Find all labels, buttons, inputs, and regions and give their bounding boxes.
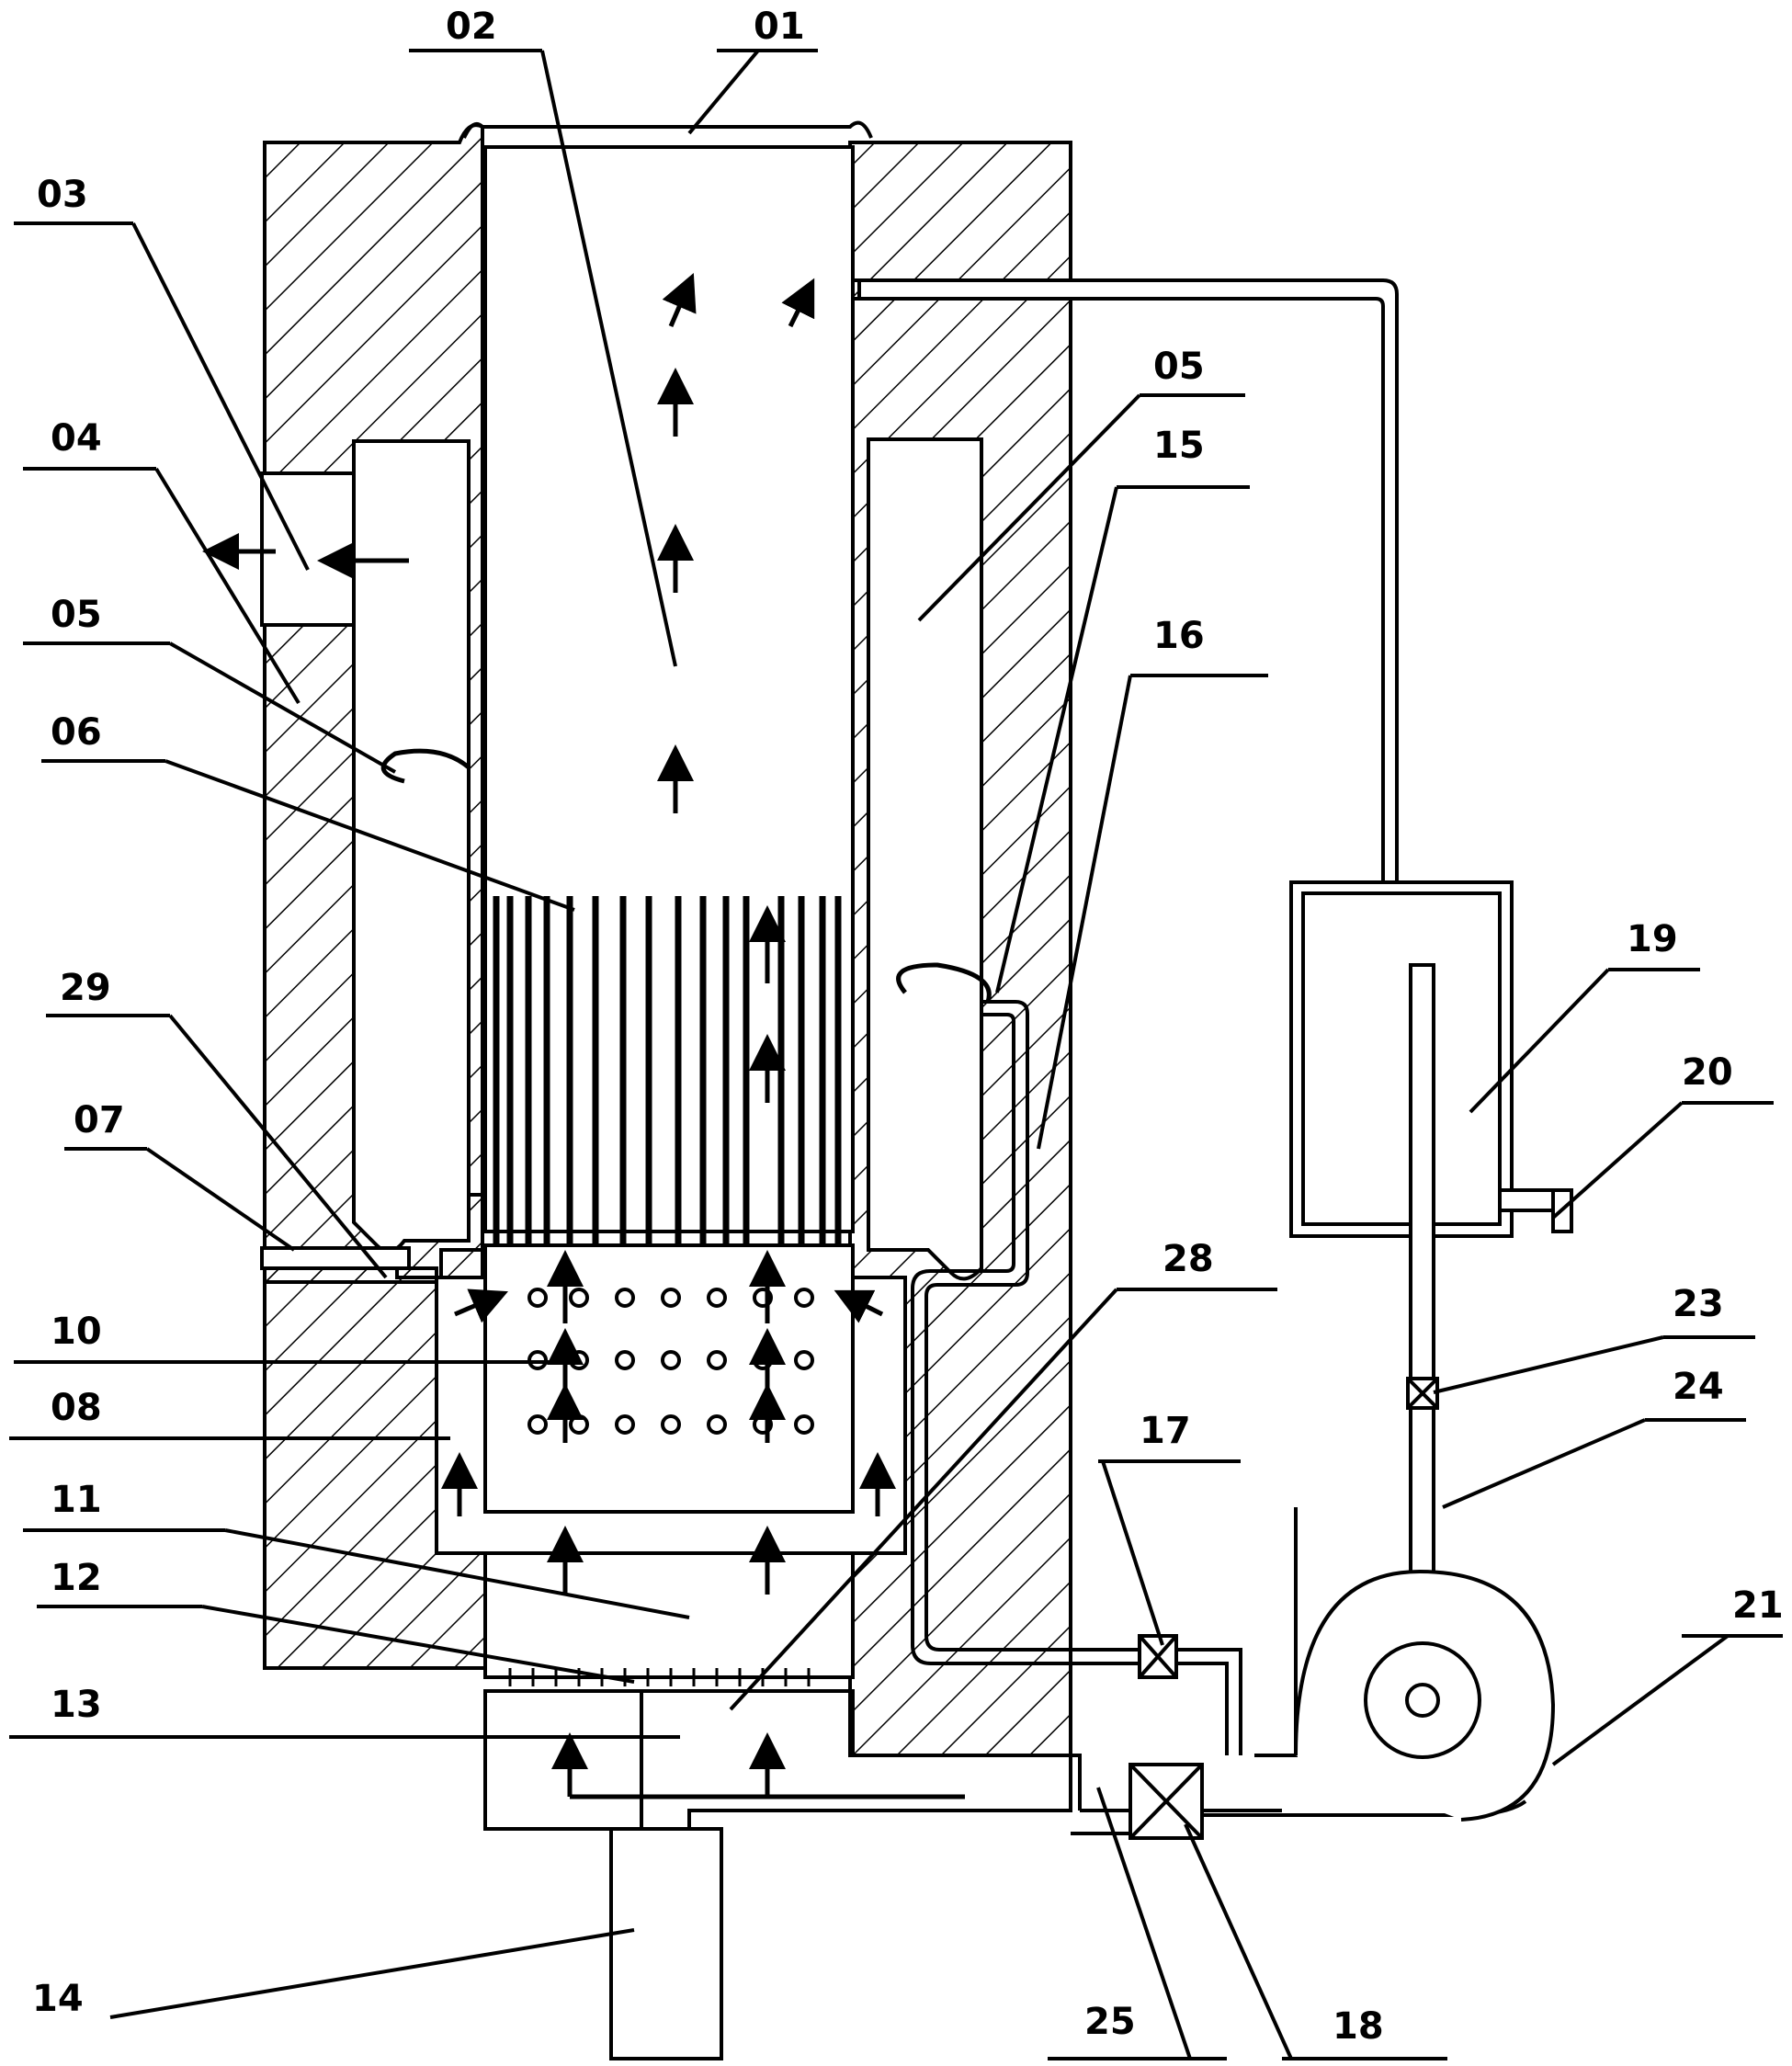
label-03: 03 — [37, 174, 88, 216]
label-01: 01 — [754, 6, 805, 48]
right-annular-channel — [867, 437, 983, 1281]
label-18: 18 — [1333, 2005, 1384, 2048]
label-28: 28 — [1163, 1238, 1214, 1280]
label-05-right: 05 — [1153, 346, 1205, 388]
labels: 01 02 03 04 05 05 06 07 08 10 11 12 13 1… — [32, 6, 1784, 2048]
label-25: 25 — [1084, 2001, 1136, 2043]
label-06: 06 — [51, 711, 102, 754]
burner-box — [483, 1243, 855, 1514]
valve-17 — [1138, 1634, 1178, 1679]
label-21: 21 — [1732, 1584, 1784, 1627]
label-20: 20 — [1682, 1051, 1733, 1094]
label-17: 17 — [1140, 1410, 1191, 1452]
label-02: 02 — [446, 6, 497, 48]
label-11: 11 — [51, 1479, 102, 1521]
label-13: 13 — [51, 1684, 102, 1726]
label-16: 16 — [1153, 615, 1205, 657]
top-opening — [462, 120, 873, 139]
valve-18 — [1129, 1763, 1204, 1840]
label-05-left: 05 — [51, 594, 102, 636]
drain-pipe — [609, 1827, 723, 2060]
label-07: 07 — [74, 1099, 125, 1141]
label-08: 08 — [51, 1387, 102, 1429]
label-15: 15 — [1153, 425, 1205, 467]
label-04: 04 — [51, 417, 102, 460]
leader-lines — [9, 49, 1783, 2060]
label-14: 14 — [32, 1978, 84, 2020]
label-23: 23 — [1673, 1283, 1724, 1325]
burner-holes — [527, 1288, 814, 1435]
flow-arrows — [202, 273, 896, 1797]
right-piping — [853, 278, 1527, 1835]
label-10: 10 — [51, 1311, 102, 1353]
distribution-grid — [496, 1668, 836, 1686]
valve-23 — [1406, 1377, 1439, 1410]
flow-lines — [380, 748, 992, 1799]
tank-19 — [1289, 880, 1573, 1684]
inlet-port — [260, 1246, 411, 1270]
label-19: 19 — [1627, 918, 1678, 960]
label-12: 12 — [51, 1557, 102, 1599]
heat-exchanger-fins — [493, 896, 842, 1245]
fan-21 — [1294, 1569, 1556, 1822]
combustion-chamber — [483, 145, 855, 1233]
label-24: 24 — [1673, 1366, 1724, 1408]
label-29: 29 — [60, 967, 111, 1009]
